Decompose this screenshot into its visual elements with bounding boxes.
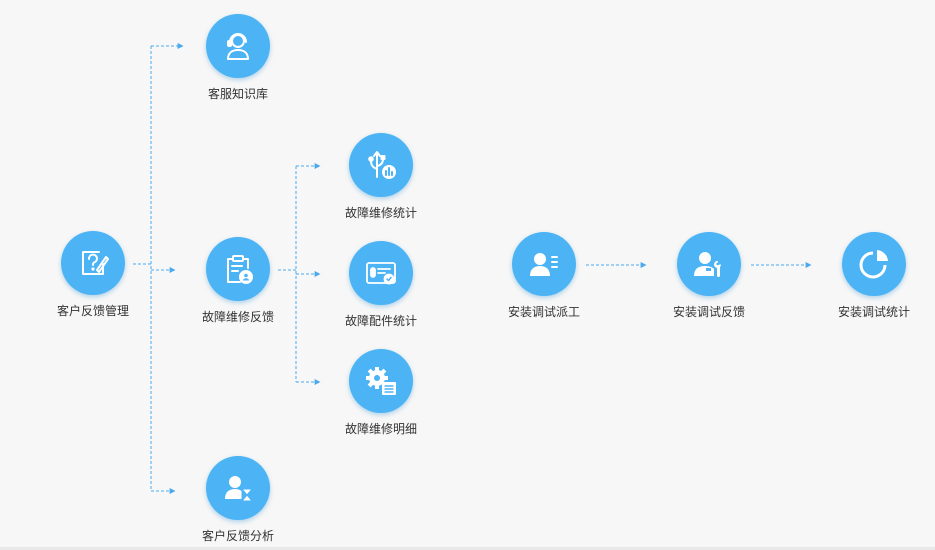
gear-list-icon xyxy=(366,367,396,395)
node-label: 安装调试统计 xyxy=(837,305,910,319)
node-fault-repair-stats[interactable]: 故障维修统计 xyxy=(321,133,441,220)
user-wrench-icon xyxy=(694,252,721,277)
node-label: 客户反馈分析 xyxy=(201,529,274,543)
headset-agent-icon xyxy=(227,33,249,60)
node-feedback-analysis[interactable]: 客户反馈分析 xyxy=(178,456,298,543)
node-circle xyxy=(206,14,270,78)
node-label: 安装调试反馈 xyxy=(672,305,745,319)
node-label: 安装调试派工 xyxy=(507,305,580,319)
node-circle xyxy=(349,241,413,305)
node-fault-parts-stats[interactable]: 故障配件统计 xyxy=(321,241,441,328)
node-circle xyxy=(842,232,906,296)
node-circle xyxy=(206,237,270,301)
node-install-feedback[interactable]: 安装调试反馈 xyxy=(649,232,769,319)
node-circle xyxy=(677,232,741,296)
node-fault-repair-feedback[interactable]: 故障维修反馈 xyxy=(178,237,298,324)
pie-chart-icon xyxy=(859,250,888,279)
clipboard-user-icon xyxy=(227,255,253,284)
node-circle xyxy=(349,133,413,197)
node-label: 故障维修统计 xyxy=(344,206,417,220)
node-label: 客服知识库 xyxy=(207,87,268,101)
node-fault-repair-detail[interactable]: 故障维修明细 xyxy=(321,349,441,436)
user-list-icon xyxy=(530,253,558,276)
usb-chart-icon xyxy=(368,151,396,179)
node-install-stats[interactable]: 安装调试统计 xyxy=(814,232,934,319)
product-card-icon xyxy=(366,262,396,285)
node-install-dispatch[interactable]: 安装调试派工 xyxy=(484,232,604,319)
node-circle xyxy=(61,231,125,295)
node-circle xyxy=(206,456,270,520)
node-label: 故障维修明细 xyxy=(344,422,417,436)
question-doc-icon xyxy=(82,251,109,275)
node-circle xyxy=(349,349,413,413)
node-circle xyxy=(512,232,576,296)
bottom-divider xyxy=(0,547,935,550)
user-hourglass-icon xyxy=(225,476,254,502)
node-label: 故障维修反馈 xyxy=(201,310,274,324)
node-knowledge-base[interactable]: 客服知识库 xyxy=(178,14,298,101)
node-feedback-management[interactable]: 客户反馈管理 xyxy=(33,231,153,318)
node-label: 客户反馈管理 xyxy=(56,304,129,318)
node-label: 故障配件统计 xyxy=(344,314,417,328)
